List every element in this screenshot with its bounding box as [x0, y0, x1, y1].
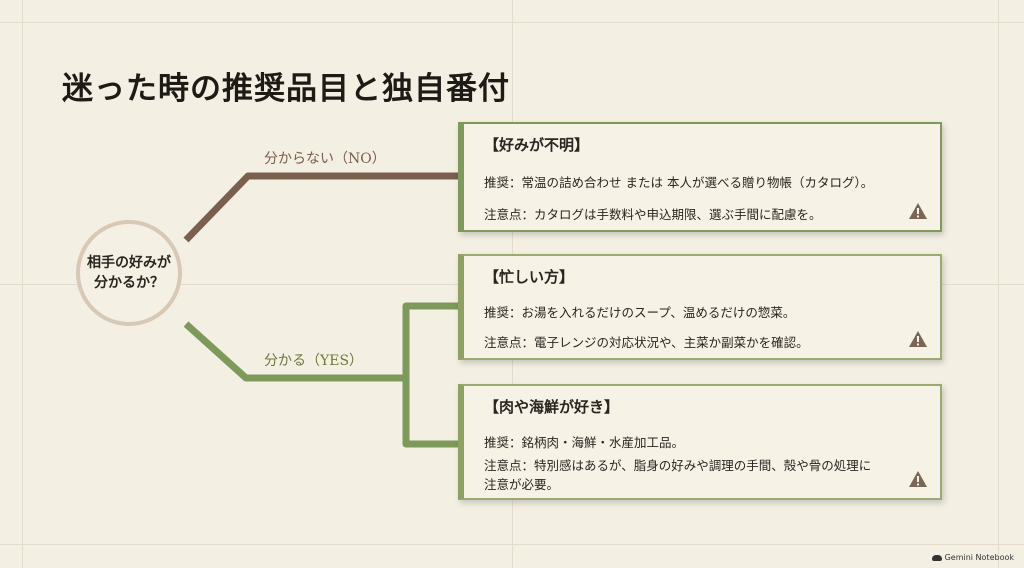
- card-caution: 注意点：特別感はあるが、脂身の好みや調理の手間、殻や骨の処理に注意が必要。: [484, 458, 872, 492]
- warning-icon: [909, 471, 927, 487]
- warning-icon: [909, 203, 927, 219]
- page-title: 迷った時の推奨品目と独自番付: [62, 70, 510, 107]
- card-recommend: 推奨：お湯を入れるだけのスープ、温めるだけの惣菜。: [484, 305, 796, 320]
- card-meat-seafood-lover: 【肉や海鮮が好き】 推奨：銘柄肉・海鮮・水産加工品。 注意点：特別感はあるが、脂…: [458, 384, 942, 500]
- branch-label-yes: 分かる（YES）: [264, 353, 364, 369]
- card-heading: 【忙しい方】: [484, 268, 575, 286]
- brand-watermark: Gemini Notebook: [931, 553, 1014, 562]
- warning-icon: [909, 331, 927, 347]
- card-heading: 【好みが不明】: [484, 136, 590, 154]
- card-busy-person: 【忙しい方】 推奨：お湯を入れるだけのスープ、温めるだけの惣菜。 注意点：電子レ…: [458, 254, 942, 360]
- connector-yes-lower: [402, 378, 458, 448]
- card-heading: 【肉や海鮮が好き】: [484, 398, 620, 416]
- card-caution: 注意点：電子レンジの対応状況や、主菜か副菜かを確認。: [484, 335, 809, 350]
- connector-yes: [183, 321, 406, 382]
- card-recommend: 推奨：銘柄肉・海鮮・水産加工品。: [484, 435, 685, 450]
- branch-label-no: 分からない（NO）: [264, 151, 386, 167]
- brand-label: Gemini Notebook: [944, 553, 1014, 562]
- grid-line: [0, 544, 1024, 545]
- connector-yes-upper: [402, 302, 458, 378]
- connector-no: [183, 172, 458, 243]
- cloud-icon: [931, 554, 942, 561]
- card-preference-unknown: 【好みが不明】 推奨：常温の詰め合わせ または 本人が選べる贈り物帳（カタログ）…: [458, 122, 942, 232]
- grid-line: [0, 22, 1024, 23]
- card-recommend: 推奨：常温の詰め合わせ または 本人が選べる贈り物帳（カタログ）。: [484, 175, 874, 190]
- card-caution: 注意点：カタログは手数料や申込期限、選ぶ手間に配慮を。: [484, 207, 822, 222]
- start-node: 相手の好みが 分かるか？: [76, 220, 182, 326]
- start-node-label: 相手の好みが 分かるか？: [87, 255, 171, 291]
